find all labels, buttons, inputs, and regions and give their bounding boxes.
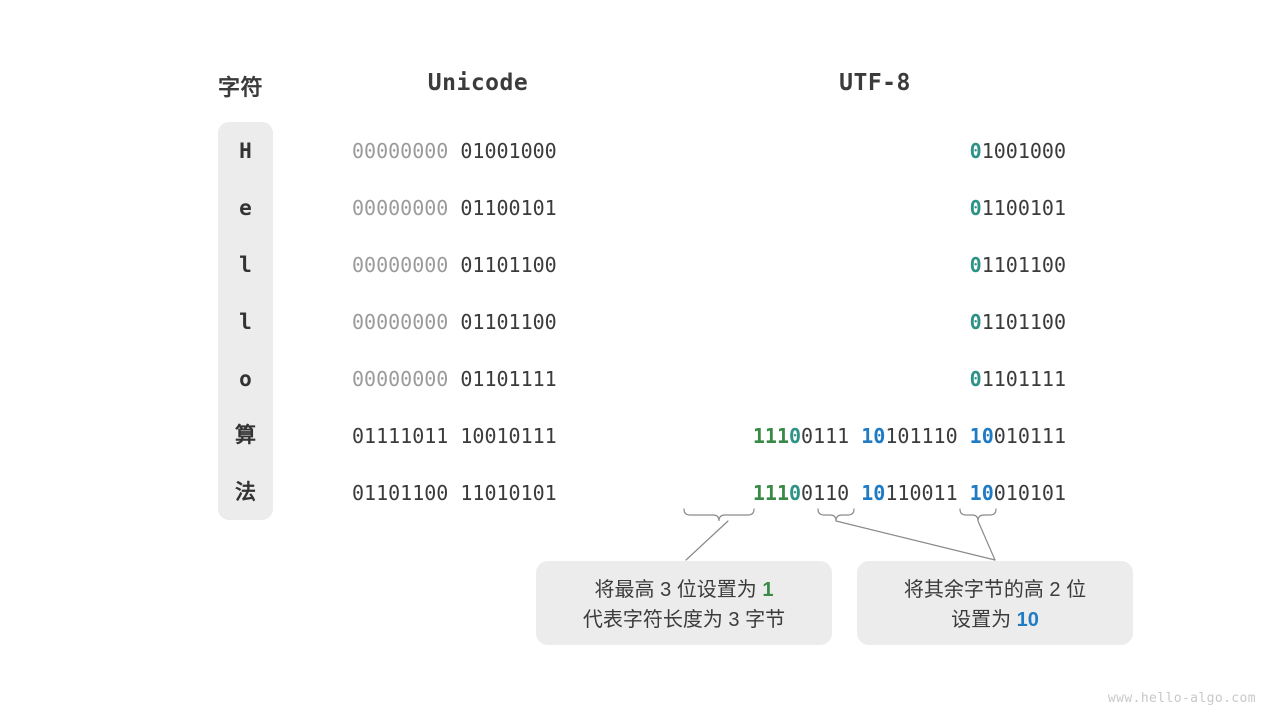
- unicode-byte: 01101100: [352, 481, 449, 505]
- unicode-bits-cell: 00000000 01101111: [352, 364, 557, 394]
- utf8-bit-segment: 010101: [993, 481, 1066, 505]
- utf8-byte: 10010111: [970, 424, 1066, 448]
- unicode-byte: 01111011: [352, 424, 449, 448]
- column-header-unicode: Unicode: [427, 70, 529, 96]
- callout-line: 设置为 10: [875, 605, 1115, 635]
- utf8-bits-cell: 01101111: [970, 364, 1066, 394]
- callout-text: 代表字符长度为 3 字节: [582, 609, 786, 631]
- callout-text: 10: [1016, 609, 1039, 631]
- unicode-byte: 00000000: [352, 367, 449, 391]
- unicode-bits-cell: 00000000 01100101: [352, 193, 557, 223]
- utf8-bit-segment: 1101100: [981, 253, 1066, 277]
- utf8-byte: 11100110: [753, 481, 849, 505]
- utf8-bit-segment: 0: [789, 424, 802, 448]
- utf8-bit-segment: 111: [752, 424, 789, 448]
- unicode-byte: 10010111: [460, 424, 557, 448]
- utf8-bit-segment: 0: [969, 253, 982, 277]
- callout-text: 设置为: [951, 609, 1017, 631]
- utf8-bit-segment: 10: [969, 424, 994, 448]
- brace-second-byte-prefix: [817, 508, 855, 522]
- unicode-byte: 00000000: [352, 253, 449, 277]
- utf8-bit-segment: 0: [969, 310, 982, 334]
- utf8-bit-segment: 1101100: [981, 310, 1066, 334]
- column-header-character: 字符: [218, 75, 264, 100]
- utf8-bit-segment: 0: [969, 367, 982, 391]
- utf8-bits-cell: 11100111 10101110 10010111: [753, 421, 1066, 451]
- callout-text: 将最高 3 位设置为: [594, 579, 763, 601]
- unicode-byte: 11010101: [460, 481, 557, 505]
- utf8-byte: 10010101: [970, 481, 1066, 505]
- unicode-bits-cell: 00000000 01101100: [352, 250, 557, 280]
- utf8-bit-segment: 0111: [801, 424, 850, 448]
- utf8-bits-cell: 11100110 10110011 10010101: [753, 478, 1066, 508]
- callout-first-byte: 将最高 3 位设置为 1 代表字符长度为 3 字节: [536, 561, 832, 645]
- unicode-byte: 00000000: [352, 196, 449, 220]
- character-cell: 法: [235, 481, 256, 504]
- brace-first-byte-prefix: [683, 508, 755, 522]
- utf8-byte: 01101100: [970, 253, 1066, 277]
- callout-text: 1: [762, 579, 774, 601]
- utf8-bits-cell: 01100101: [970, 193, 1066, 223]
- utf8-byte: 10110011: [861, 481, 957, 505]
- callout-line: 将最高 3 位设置为 1: [554, 575, 814, 605]
- character-column-panel: [218, 122, 273, 520]
- unicode-byte: 01101100: [460, 253, 557, 277]
- character-cell: 算: [235, 424, 256, 447]
- utf8-bit-segment: 1101111: [981, 367, 1066, 391]
- callout-line: 将其余字节的高 2 位: [875, 575, 1115, 605]
- character-cell: H: [239, 139, 252, 163]
- unicode-bits-cell: 01101100 11010101: [352, 478, 557, 508]
- utf8-byte: 01001000: [970, 139, 1066, 163]
- unicode-byte: 00000000: [352, 310, 449, 334]
- utf8-bit-segment: 10: [969, 481, 994, 505]
- utf8-bit-segment: 101110: [885, 424, 958, 448]
- unicode-bits-cell: 00000000 01001000: [352, 136, 557, 166]
- callout-text: 将其余字节的高 2 位: [903, 579, 1087, 601]
- utf8-bit-segment: 111: [752, 481, 789, 505]
- column-header-utf8: UTF-8: [839, 70, 911, 96]
- brace-third-byte-prefix: [959, 508, 997, 522]
- character-cell: o: [239, 367, 252, 391]
- utf8-bit-segment: 0: [969, 196, 982, 220]
- utf8-byte: 10101110: [861, 424, 957, 448]
- utf8-bit-segment: 110011: [885, 481, 958, 505]
- unicode-bits-cell: 00000000 01101100: [352, 307, 557, 337]
- unicode-byte: 01101111: [460, 367, 557, 391]
- utf8-bit-segment: 0: [969, 139, 982, 163]
- utf8-bit-segment: 0: [789, 481, 802, 505]
- utf8-byte: 11100111: [753, 424, 849, 448]
- leader-line-callout-2a: [835, 520, 996, 561]
- utf8-bits-cell: 01101100: [970, 307, 1066, 337]
- utf8-bits-cell: 01001000: [970, 136, 1066, 166]
- character-cell: l: [239, 253, 252, 277]
- utf8-bit-segment: 010111: [993, 424, 1066, 448]
- leader-line-callout-2b: [977, 520, 996, 561]
- utf8-byte: 01101100: [970, 310, 1066, 334]
- watermark: www.hello-algo.com: [1107, 691, 1256, 706]
- character-cell: e: [239, 196, 252, 220]
- utf8-bit-segment: 0110: [801, 481, 850, 505]
- character-cell: l: [239, 310, 252, 334]
- utf8-byte: 01100101: [970, 196, 1066, 220]
- utf8-bit-segment: 1001000: [981, 139, 1066, 163]
- utf8-bit-segment: 10: [861, 481, 886, 505]
- unicode-byte: 01101100: [460, 310, 557, 334]
- leader-line-callout-1: [685, 520, 729, 561]
- unicode-bits-cell: 01111011 10010111: [352, 421, 557, 451]
- utf8-bit-segment: 1100101: [981, 196, 1066, 220]
- unicode-byte: 01001000: [460, 139, 557, 163]
- utf8-bits-cell: 01101100: [970, 250, 1066, 280]
- callout-continuation-bytes: 将其余字节的高 2 位设置为 10: [857, 561, 1133, 645]
- utf8-bit-segment: 10: [861, 424, 886, 448]
- unicode-byte: 00000000: [352, 139, 449, 163]
- unicode-byte: 01100101: [460, 196, 557, 220]
- callout-line: 代表字符长度为 3 字节: [554, 605, 814, 635]
- utf8-byte: 01101111: [970, 367, 1066, 391]
